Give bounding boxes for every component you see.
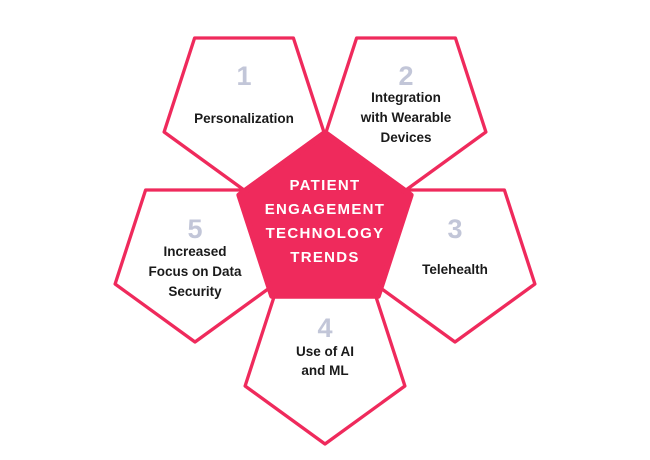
trend-label-3-line-1: Telehealth xyxy=(422,262,488,277)
trend-label-5-line-3: Security xyxy=(168,284,222,299)
center-title-line-3: TECHNOLOGY xyxy=(266,225,385,242)
pentagon-shape-2 xyxy=(324,36,488,192)
center-pentagon-shape xyxy=(236,130,414,299)
trend-number-5: 5 xyxy=(187,214,202,244)
trend-label-4-line-1: Use of AI xyxy=(296,344,354,359)
trend-label-1-line-1: Personalization xyxy=(194,111,294,126)
center-title-line-1: PATIENT xyxy=(289,177,360,194)
trend-number-4: 4 xyxy=(317,313,332,343)
trend-label-2-line-3: Devices xyxy=(380,130,431,145)
center-title-line-4: TRENDS xyxy=(290,249,359,266)
trend-number-3: 3 xyxy=(447,214,462,244)
pentagon-shape-5 xyxy=(113,188,277,344)
center-pentagon: PATIENT ENGAGEMENT TECHNOLOGY TRENDS xyxy=(236,130,414,299)
trend-label-5-line-2: Focus on Data xyxy=(148,264,242,279)
trend-pentagon-2: 2 Integration with Wearable Devices xyxy=(324,36,488,192)
trend-pentagon-3: 3 Telehealth xyxy=(373,188,537,344)
trend-number-2: 2 xyxy=(398,61,413,91)
trend-pentagon-4: 4 Use of AI and ML xyxy=(243,290,407,446)
trend-pentagon-5: 5 Increased Focus on Data Security xyxy=(113,188,277,344)
trend-label-2-line-1: Integration xyxy=(371,90,441,105)
trend-number-1: 1 xyxy=(236,61,251,91)
center-title-line-2: ENGAGEMENT xyxy=(265,201,386,218)
trend-label-2-line-2: with Wearable xyxy=(360,110,452,125)
trend-label-5-line-1: Increased xyxy=(163,244,226,259)
trend-label-4-line-2: and ML xyxy=(301,363,348,378)
